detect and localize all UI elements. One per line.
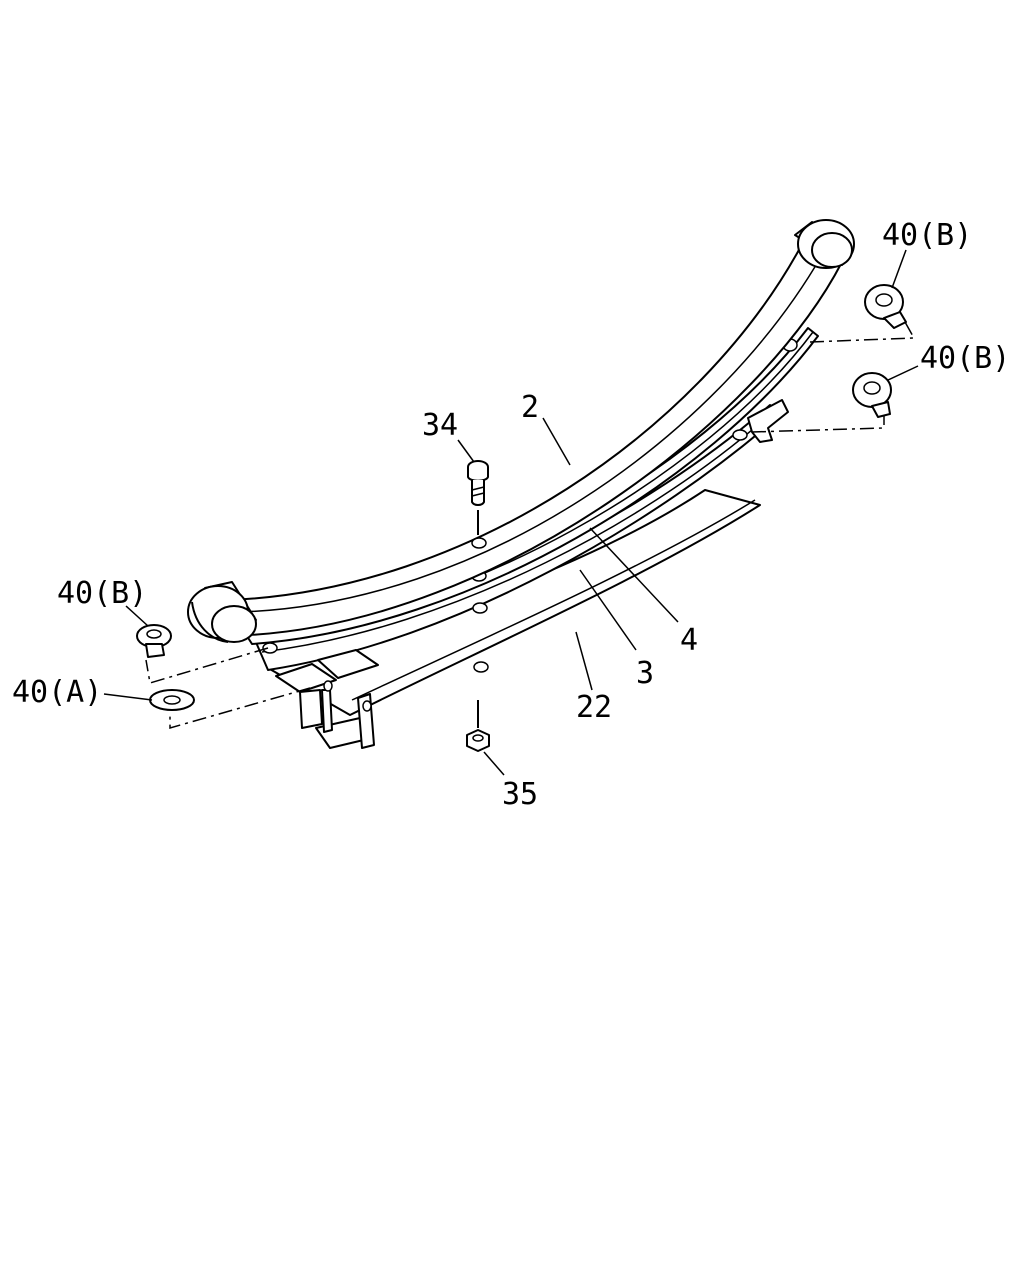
callout-40b-left: 40(B) <box>57 576 147 611</box>
leaf-4-end-hole-left <box>262 642 278 654</box>
callout-40a-left: 40(A) <box>12 675 102 710</box>
leaf-3-hole <box>472 602 488 614</box>
spring-eye-right <box>794 219 855 269</box>
spring-eye-left <box>187 581 257 643</box>
leader-lines <box>103 249 919 776</box>
mounting-bracket <box>275 649 379 749</box>
bushing-40b-top <box>864 284 907 329</box>
bushing-40b-right <box>852 372 892 418</box>
callout-35: 35 <box>502 777 538 812</box>
callout-22: 22 <box>576 690 612 725</box>
callout-4: 4 <box>680 623 698 658</box>
bushing-40b-left <box>136 624 172 658</box>
callout-labels: 2 34 4 3 22 35 40(B) 40(B) 40(B) 40(A) <box>12 218 1010 812</box>
callout-3: 3 <box>636 656 654 691</box>
callout-40b-right: 40(B) <box>920 341 1010 376</box>
washer-40a-left <box>149 689 195 711</box>
callout-40b-top: 40(B) <box>882 218 972 253</box>
assembly-lines <box>145 321 916 729</box>
leaf-22-hole <box>473 661 489 673</box>
main-leaf-center-hole <box>471 537 487 549</box>
callout-34: 34 <box>422 408 458 443</box>
nut-35 <box>466 700 490 752</box>
callout-2: 2 <box>521 390 539 425</box>
bolt-34 <box>467 460 489 535</box>
